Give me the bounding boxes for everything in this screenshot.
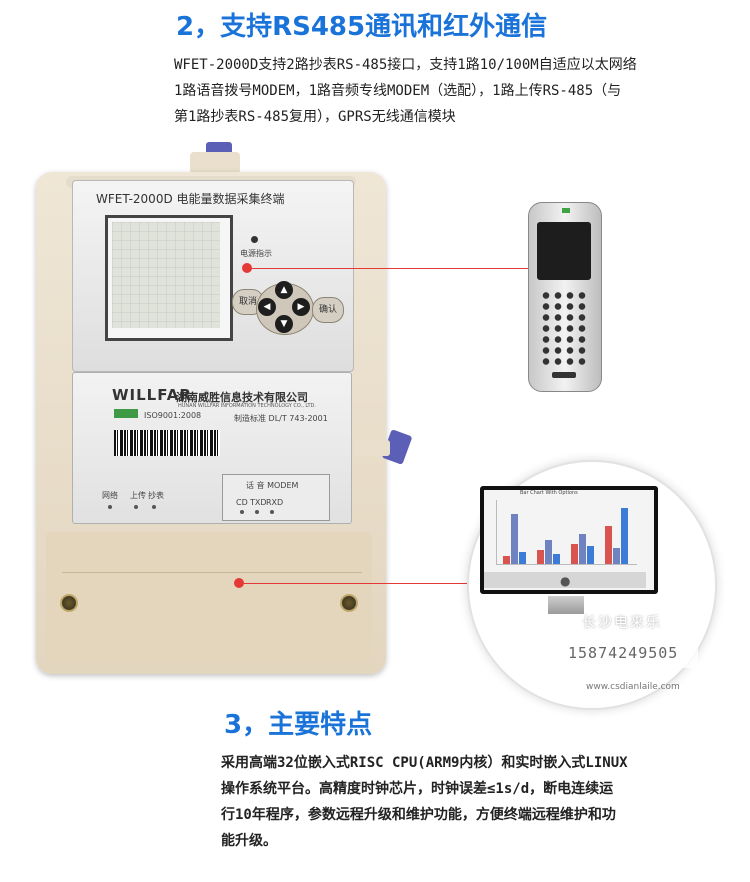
chart-bar — [613, 548, 620, 564]
monitor-chin — [484, 572, 646, 588]
chart-bar — [587, 546, 594, 564]
modem-led-label-cd: CD — [236, 498, 248, 507]
seal-mount — [190, 152, 240, 174]
monitor-chart-area — [496, 500, 637, 565]
handheld-indicator — [562, 208, 570, 213]
callout-dot-handheld — [242, 263, 252, 273]
status-led — [152, 505, 156, 509]
lcd-screen — [112, 222, 220, 328]
chart-bar — [553, 554, 560, 564]
section2-paragraph: WFET-2000D支持2路抄表RS-485接口，支持1路10/100M自适应以… — [174, 52, 637, 130]
section3-line: 操作系统平台。高精度时钟芯片，时钟误差≤1s/d，断电连续运 — [221, 781, 614, 797]
status-label-meter: 抄表 — [148, 491, 164, 500]
arrow-down-button[interactable]: ▼ — [275, 315, 293, 333]
modem-title: 话 音 MODEM — [246, 481, 299, 490]
cert-badge — [114, 409, 138, 418]
callout-line-monitor — [242, 583, 472, 584]
handheld-screen — [537, 222, 591, 280]
chart-bar — [511, 514, 518, 564]
section2-line: 第1路抄表RS-485复用），GPRS无线通信模块 — [174, 109, 456, 125]
modem-led-label-txd: TXD — [250, 498, 267, 507]
screw-right — [340, 594, 358, 612]
chart-bar — [605, 526, 612, 564]
callout-dot-monitor — [234, 578, 244, 588]
status-led — [134, 505, 138, 509]
watermark-phone: 15874249505 — [568, 644, 679, 662]
standard-label: 制造标准 DL/T 743-2001 — [234, 414, 328, 423]
chart-bar — [503, 556, 510, 564]
terminal-cover-edge — [62, 572, 362, 641]
power-led — [251, 236, 258, 243]
monitor-stand — [548, 596, 584, 614]
device-title: WFET-2000D 电能量数据采集终端 — [96, 192, 285, 206]
confirm-button[interactable]: 确认 — [312, 297, 344, 323]
section2-title: 2，支持RS485通讯和红外通信 — [176, 12, 548, 42]
barcode — [114, 430, 220, 456]
screw-left — [60, 594, 78, 612]
status-label-network: 网络 — [102, 491, 118, 500]
section3-line: 行10年程序，参数远程升级和维护功能，方便终端远程维护和功 — [221, 807, 616, 823]
modem-led-label-rxd: RXD — [266, 498, 284, 507]
section3-line: 能升级。 — [221, 833, 277, 849]
watermark-band — [562, 642, 698, 668]
iso-label: ISO9001:2008 — [144, 411, 202, 420]
section3-paragraph: 采用高端32位嵌入式RISC CPU(ARM9内核）和实时嵌入式LINUX 操作… — [221, 750, 628, 854]
section2-line: WFET-2000D支持2路抄表RS-485接口，支持1路10/100M自适应以… — [174, 57, 637, 73]
brand-logo: WILLFAR — [112, 386, 192, 404]
chart-bar — [571, 544, 578, 564]
watermark-name: 长沙电来乐 — [582, 615, 662, 631]
company-name-en: HUNAN WILLFAR INFORMATION TECHNOLOGY CO.… — [178, 403, 316, 409]
modem-led — [240, 510, 244, 514]
chart-bar — [519, 552, 526, 564]
chart-bar — [579, 534, 586, 564]
chart-bar — [537, 550, 544, 564]
apple-logo-icon: ● — [560, 574, 571, 588]
handheld-logo-plate — [552, 372, 576, 378]
section3-title: 3，主要特点 — [224, 710, 373, 740]
arrow-up-button[interactable]: ▲ — [275, 281, 293, 299]
section2-line: 1路语音拨号MODEM，1路音频专线MODEM（选配），1路上传RS-485（与 — [174, 83, 622, 99]
status-led — [108, 505, 112, 509]
modem-led — [270, 510, 274, 514]
arrow-left-button[interactable]: ◀ — [258, 298, 276, 316]
section3-line: 采用高端32位嵌入式RISC CPU(ARM9内核）和实时嵌入式LINUX — [221, 755, 628, 771]
watermark-url: www.csdianlaile.com — [586, 682, 680, 692]
power-led-label: 电源指示 — [240, 249, 272, 258]
terminal-cover — [46, 532, 372, 662]
company-name: 湖南威胜信息技术有限公司 — [176, 391, 308, 404]
modem-led — [255, 510, 259, 514]
seal-side-mount — [354, 440, 390, 456]
arrow-right-button[interactable]: ▶ — [292, 298, 310, 316]
callout-line-handheld — [250, 268, 528, 269]
handheld-keypad — [540, 290, 588, 368]
status-label-upload: 上传 — [130, 491, 146, 500]
monitor-chart-title: Bar Chart With Options — [520, 490, 578, 496]
chart-bar — [545, 540, 552, 564]
chart-bar — [621, 508, 628, 564]
